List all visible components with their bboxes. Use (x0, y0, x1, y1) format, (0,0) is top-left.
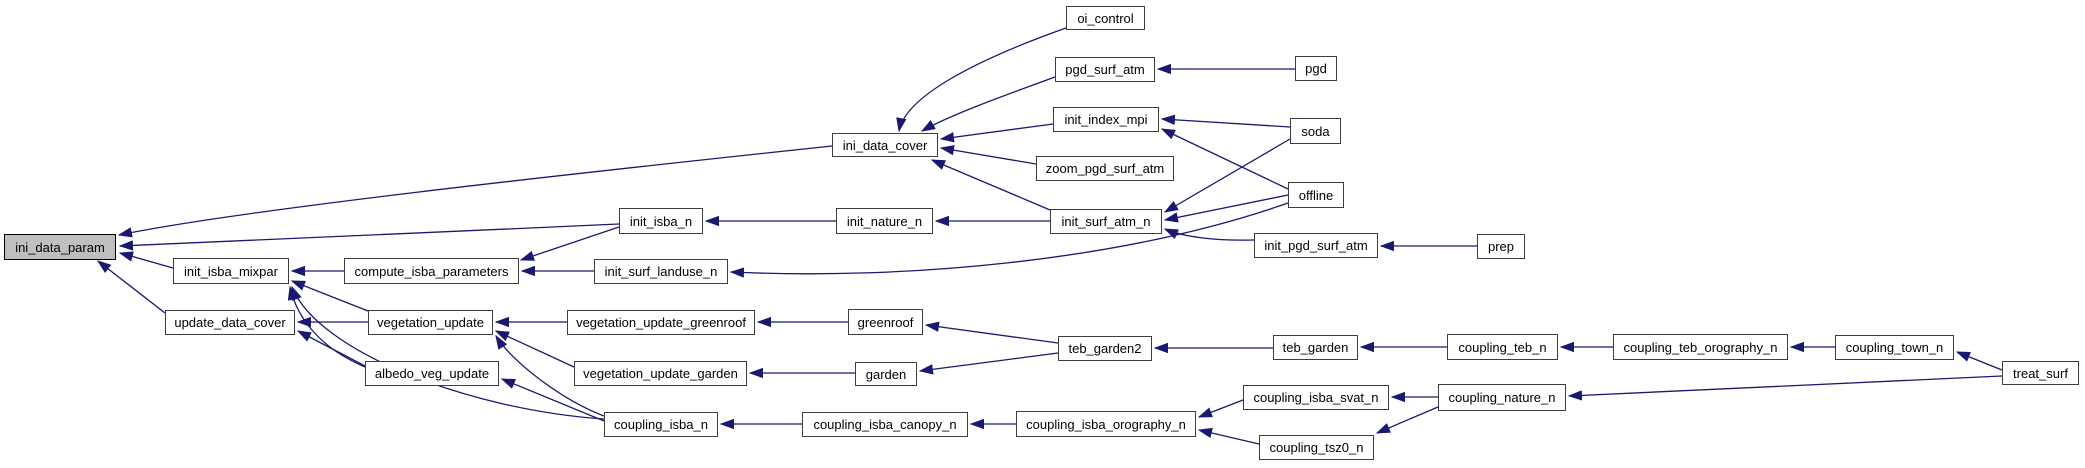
node-init_surf_atm_n[interactable]: init_surf_atm_n (1050, 209, 1162, 234)
node-zoom_pgd_surf_atm[interactable]: zoom_pgd_surf_atm (1036, 156, 1174, 181)
node-greenroof[interactable]: greenroof (848, 309, 923, 335)
edge-offline-to-init_surf_atm_n (1163, 194, 1289, 223)
node-garden[interactable]: garden (855, 362, 917, 386)
node-coupling_town_n[interactable]: coupling_town_n (1835, 335, 1954, 360)
node-coupling_teb_n[interactable]: coupling_teb_n (1447, 334, 1558, 360)
node-update_data_cover[interactable]: update_data_cover (165, 310, 295, 335)
edge-vegetation_update_garden-to-vegetation_update (494, 330, 575, 368)
node-vegetation_update[interactable]: vegetation_update (368, 310, 493, 335)
edge-treat_surf-to-coupling_nature_n (1567, 375, 2003, 401)
edge-soda-to-init_index_mpi (1160, 114, 1291, 128)
edge-coupling_isba_n-to-init_isba_mixpar (291, 285, 605, 420)
edge-init_pgd_surf_atm-to-init_surf_atm_n (1163, 228, 1255, 241)
edge-init_isba_n-to-compute_isba_parameters (519, 226, 620, 261)
node-teb_garden[interactable]: teb_garden (1273, 335, 1358, 360)
edge-pgd_surf_atm-to-ini_data_cover (920, 76, 1056, 132)
edge-vegetation_update-to-init_isba_mixpar (290, 280, 369, 312)
edge-albedo_veg_update-to-init_isba_mixpar (287, 285, 366, 368)
node-coupling_isba_canopy_n[interactable]: coupling_isba_canopy_n (802, 412, 968, 437)
edge-coupling_nature_n-to-coupling_tsz0_n (1375, 406, 1439, 434)
edge-init_index_mpi-to-ini_data_cover (939, 123, 1054, 143)
node-prep[interactable]: prep (1477, 234, 1525, 259)
node-oi_control[interactable]: oi_control (1066, 6, 1145, 30)
node-init_pgd_surf_atm[interactable]: init_pgd_surf_atm (1254, 233, 1378, 258)
node-vegetation_update_greenroof[interactable]: vegetation_update_greenroof (567, 310, 755, 335)
node-compute_isba_parameters[interactable]: compute_isba_parameters (344, 258, 519, 284)
node-init_surf_landuse_n[interactable]: init_surf_landuse_n (594, 259, 728, 284)
edge-oi_control-to-ini_data_cover (896, 27, 1067, 133)
node-init_nature_n[interactable]: init_nature_n (836, 208, 933, 234)
edge-coupling_tsz0_n-to-coupling_isba_orography_n (1197, 427, 1260, 445)
node-vegetation_update_garden[interactable]: vegetation_update_garden (574, 361, 747, 386)
edge-treat_surf-to-coupling_town_n (1955, 351, 2003, 371)
node-coupling_nature_n[interactable]: coupling_nature_n (1438, 384, 1566, 411)
node-pgd[interactable]: pgd (1295, 56, 1337, 81)
node-treat_surf[interactable]: treat_surf (2002, 361, 2079, 385)
node-soda[interactable]: soda (1290, 118, 1341, 144)
node-offline[interactable]: offline (1288, 182, 1344, 208)
node-pgd_surf_atm[interactable]: pgd_surf_atm (1055, 57, 1155, 82)
edge-init_surf_atm_n-to-ini_data_cover (930, 159, 1051, 211)
edge-init_isba_mixpar-to-ini_data_param (118, 251, 174, 269)
edge-soda-to-init_surf_atm_n (1163, 138, 1291, 213)
node-coupling_teb_orography_n[interactable]: coupling_teb_orography_n (1613, 334, 1788, 360)
edge-teb_garden2-to-greenroof (924, 321, 1059, 344)
edge-update_data_cover-to-ini_data_param (96, 260, 166, 314)
edge-ini_data_cover-to-ini_data_param (117, 145, 833, 238)
edge-init_isba_n-to-ini_data_param (118, 223, 620, 251)
node-init_isba_n[interactable]: init_isba_n (619, 208, 703, 234)
edge-albedo_veg_update-to-update_data_cover (296, 330, 366, 367)
node-coupling_isba_n[interactable]: coupling_isba_n (604, 412, 718, 437)
node-coupling_isba_svat_n[interactable]: coupling_isba_svat_n (1243, 385, 1389, 410)
node-ini_data_cover[interactable]: ini_data_cover (832, 133, 938, 157)
edge-zoom_pgd_surf_atm-to-ini_data_cover (939, 145, 1037, 165)
node-teb_garden2[interactable]: teb_garden2 (1058, 336, 1152, 361)
node-init_isba_mixpar[interactable]: init_isba_mixpar (173, 258, 289, 284)
edge-teb_garden2-to-garden (918, 352, 1059, 375)
edge-offline-to-init_surf_landuse_n (729, 202, 1289, 278)
node-albedo_veg_update[interactable]: albedo_veg_update (365, 361, 499, 386)
node-coupling_tsz0_n[interactable]: coupling_tsz0_n (1259, 435, 1374, 460)
node-ini_data_param: ini_data_param (4, 234, 116, 260)
node-coupling_isba_orography_n[interactable]: coupling_isba_orography_n (1016, 411, 1196, 437)
node-init_index_mpi[interactable]: init_index_mpi (1053, 107, 1159, 132)
edge-coupling_isba_svat_n-to-coupling_isba_orography_n (1197, 399, 1244, 418)
edge-offline-to-init_index_mpi (1160, 128, 1289, 190)
